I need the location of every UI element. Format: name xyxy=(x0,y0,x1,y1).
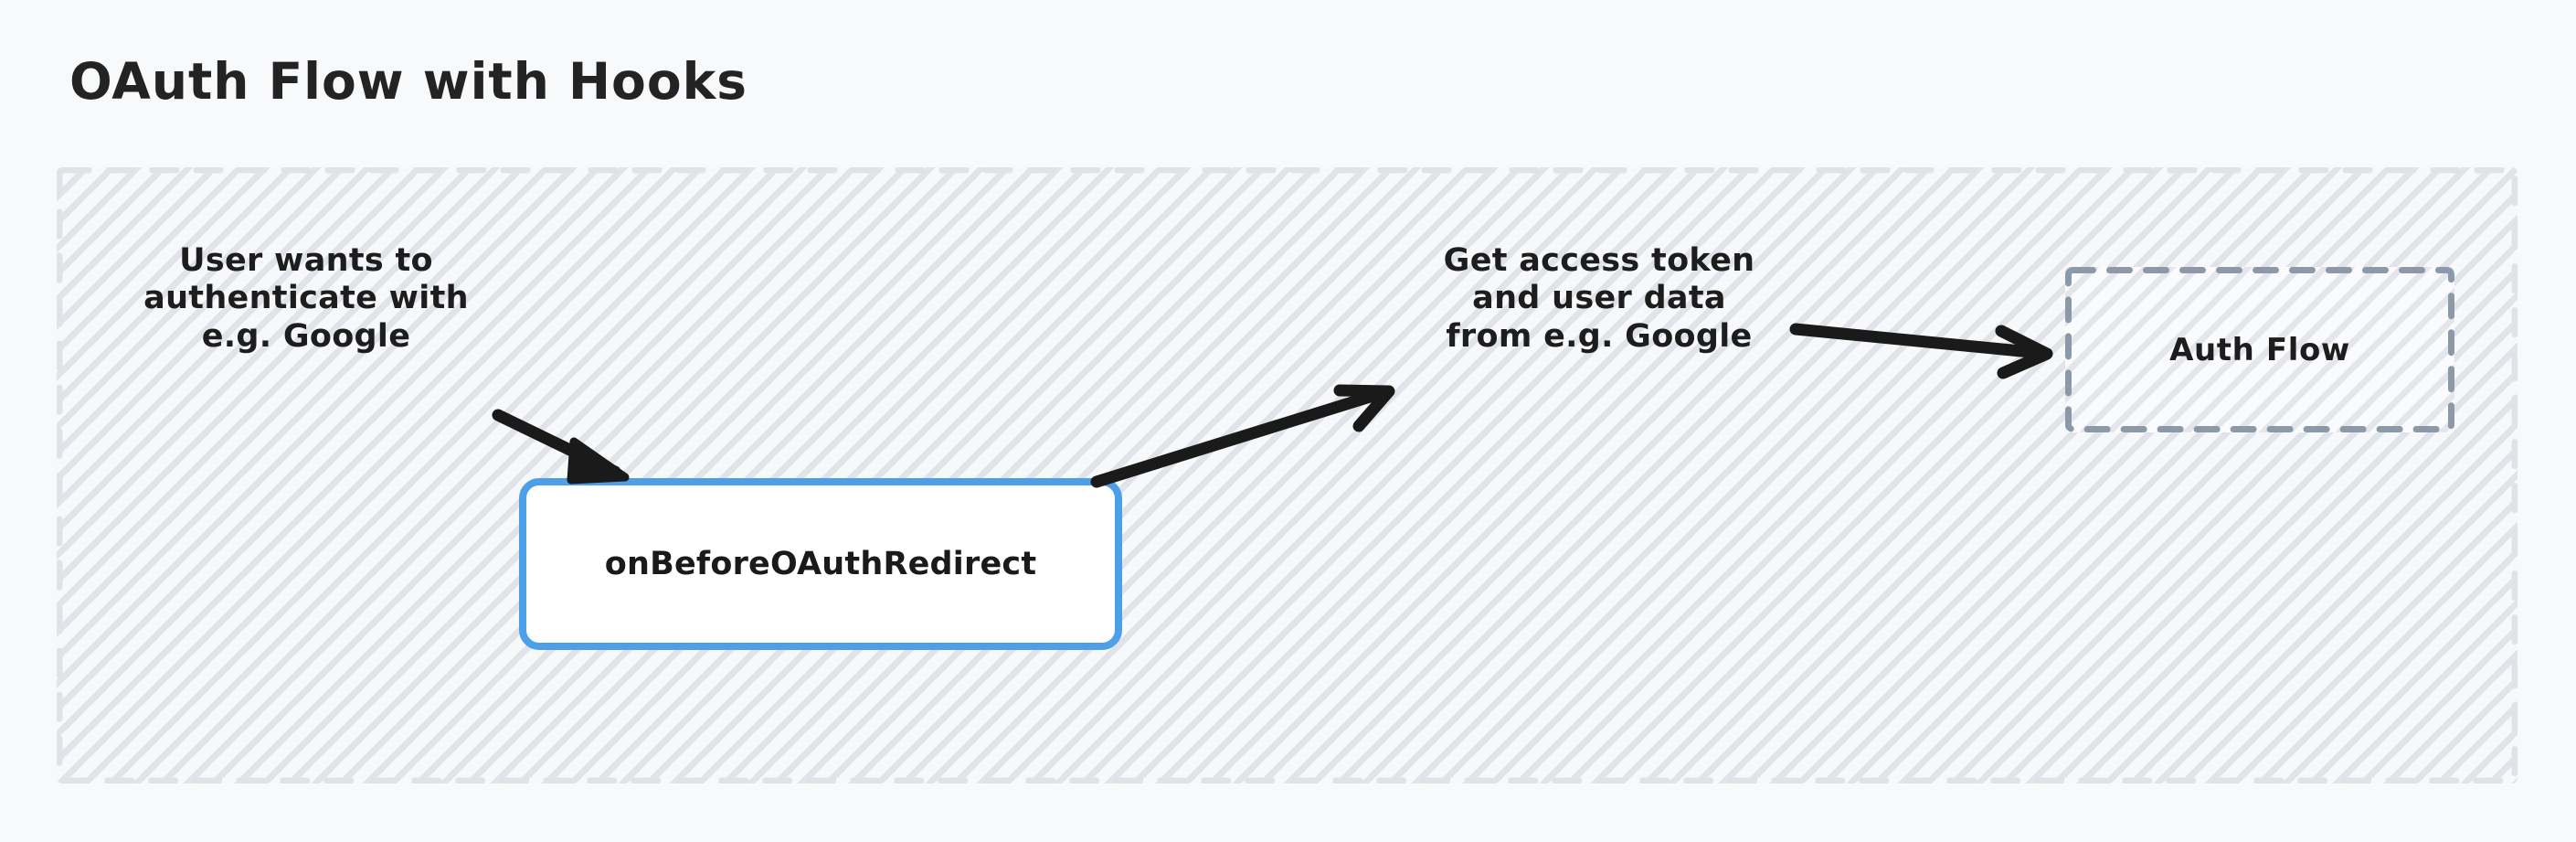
auth-flow-group[interactable]: Auth Flow xyxy=(2065,267,2454,432)
edge-label-line: e.g. Google xyxy=(201,317,411,355)
edge-label-get-access-token: Get access token and user data from e.g.… xyxy=(1398,242,1800,356)
edge-label-user-authenticate: User wants to authenticate with e.g. Goo… xyxy=(91,242,521,356)
edge-label-line: from e.g. Google xyxy=(1446,317,1753,355)
edge-label-line: Get access token xyxy=(1443,242,1755,279)
edge-label-line: and user data xyxy=(1472,280,1726,317)
node-label: onBeforeOAuthRedirect xyxy=(604,546,1037,582)
page-title: OAuth Flow with Hooks xyxy=(69,52,747,111)
edge-label-line: authenticate with xyxy=(143,280,469,317)
edge-label-line: User wants to xyxy=(179,242,433,279)
node-on-before-oauth-redirect[interactable]: onBeforeOAuthRedirect xyxy=(519,478,1122,650)
auth-flow-group-label: Auth Flow xyxy=(2169,331,2350,368)
